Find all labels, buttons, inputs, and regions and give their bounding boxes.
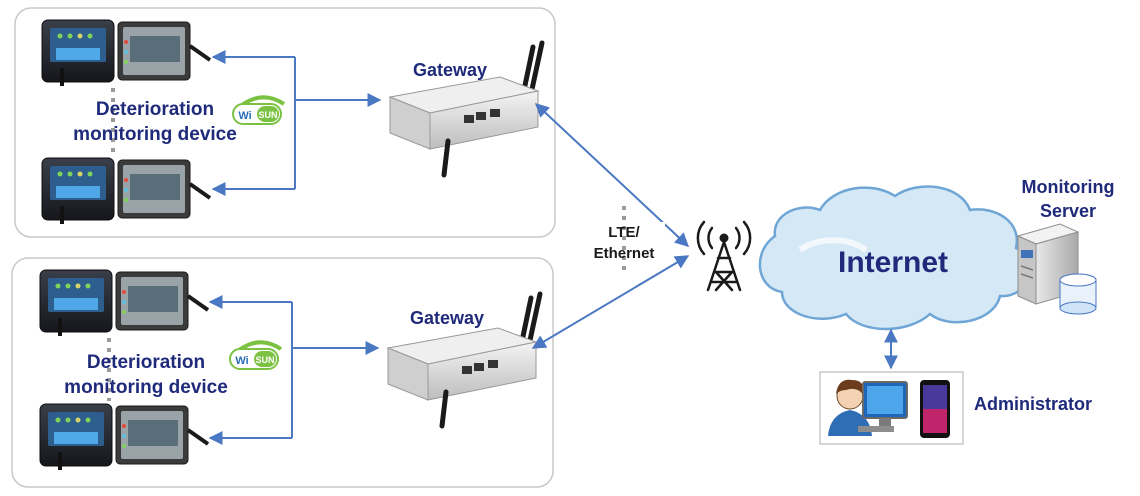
- server-label-line1: Monitoring: [1022, 177, 1115, 197]
- link-label-line2: Ethernet: [594, 245, 655, 262]
- desktop-monitor-icon: [858, 381, 908, 432]
- monitoring-device-icon: [38, 402, 210, 472]
- device-label-line1: Deterioration: [87, 352, 205, 373]
- server-label-line2: Server: [1040, 201, 1096, 221]
- monitoring-device-icon: [40, 18, 212, 88]
- internet-label: Internet: [838, 246, 948, 279]
- device-label-line1: Deterioration: [96, 99, 214, 120]
- wisun-sun-text: SUN: [258, 110, 277, 120]
- gateway-label: Gateway: [413, 60, 487, 80]
- server-icon: [1016, 223, 1097, 315]
- wisun-wi-text: Wi: [238, 110, 251, 122]
- wisun-sun-text: SUN: [255, 355, 274, 365]
- wisun-logo-icon: Wi SUN: [232, 95, 286, 125]
- wisun-logo-icon: Wi SUN: [229, 340, 283, 370]
- device-label-line2: monitoring device: [64, 377, 228, 398]
- smartphone-icon: [920, 380, 950, 438]
- device-label-line2: monitoring device: [73, 124, 237, 145]
- monitoring-device-icon: [40, 156, 212, 226]
- wisun-wi-text: Wi: [235, 355, 248, 367]
- administrator-label: Administrator: [974, 394, 1092, 414]
- link-label-line1: LTE/: [608, 224, 640, 241]
- gateway-label: Gateway: [410, 308, 484, 328]
- lte-link-bottom: [531, 255, 690, 349]
- cell-tower-icon: [696, 220, 752, 292]
- monitoring-device-icon: [38, 268, 210, 338]
